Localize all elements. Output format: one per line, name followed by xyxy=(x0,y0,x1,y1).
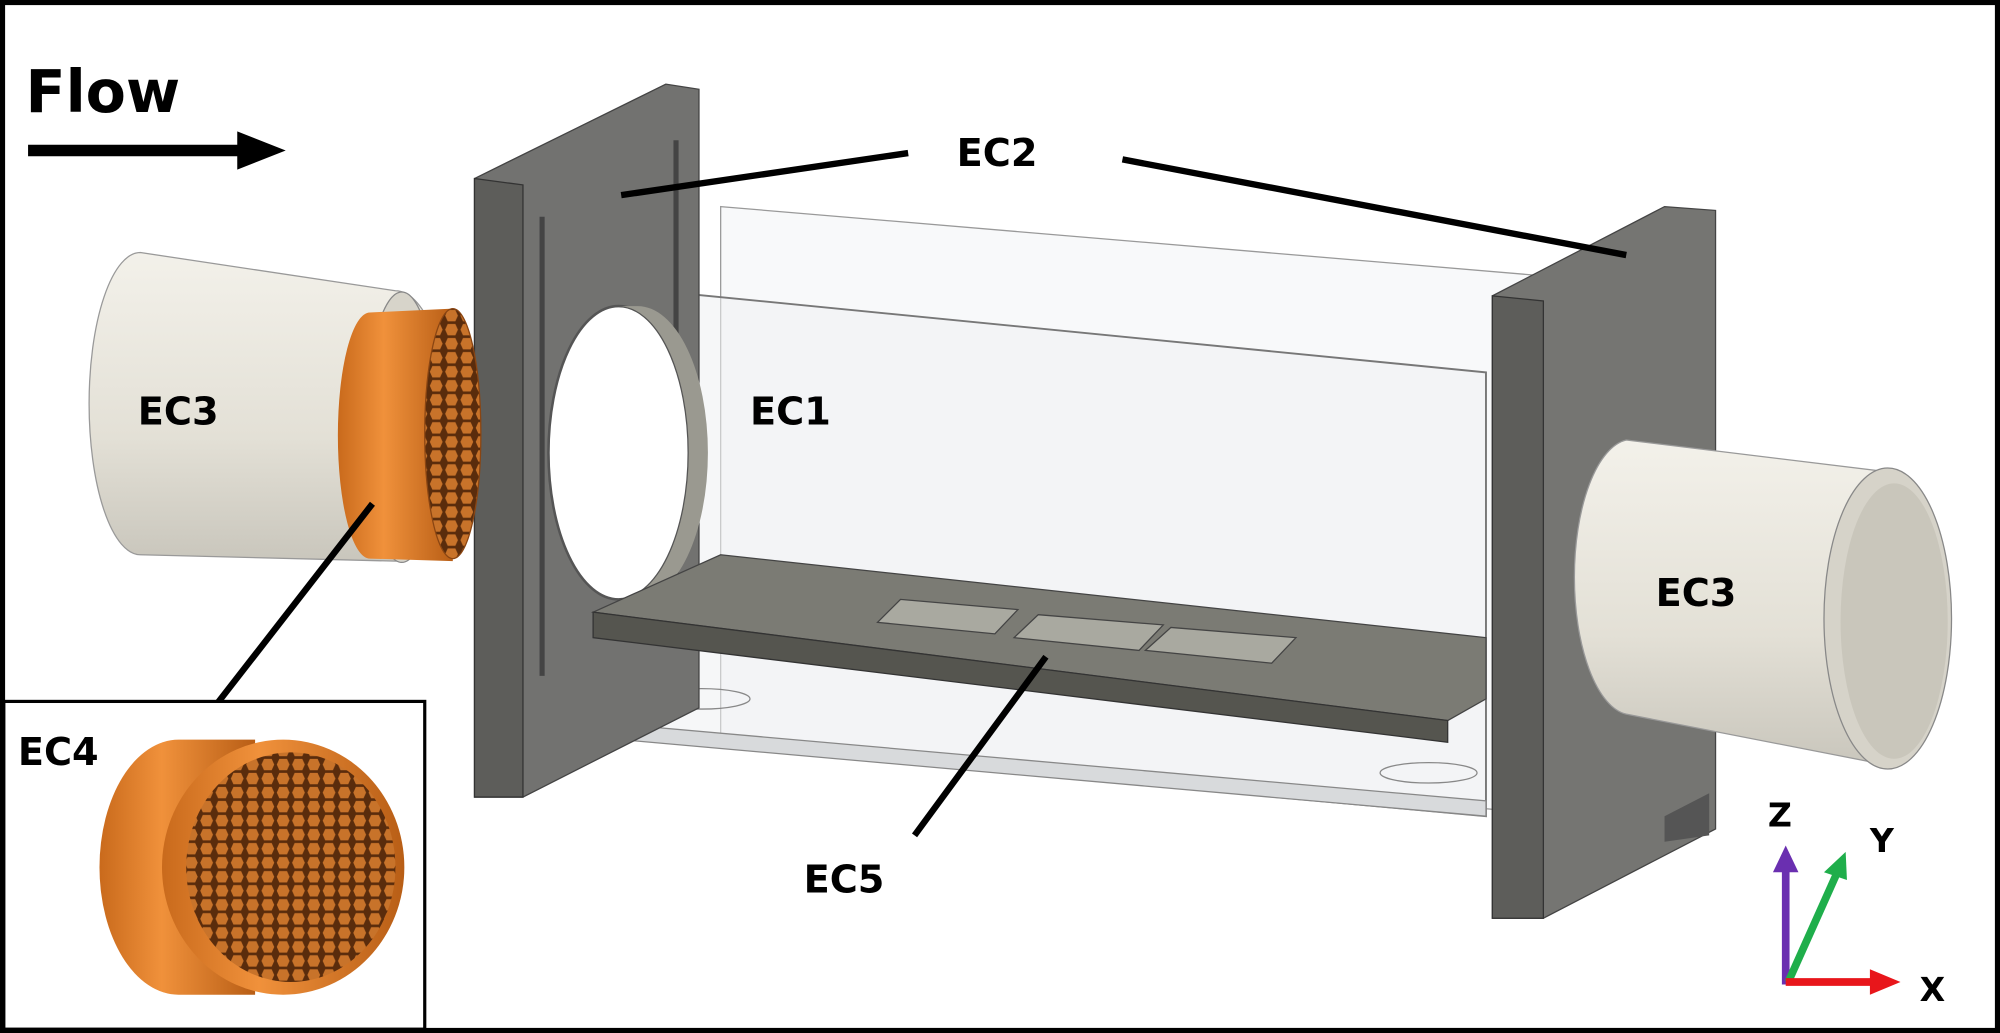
ec3-right-tube xyxy=(1573,439,1953,770)
label-ec2: EC2 xyxy=(957,131,1038,176)
flow-arrow-icon xyxy=(28,131,286,170)
ec2-leader-left xyxy=(620,149,909,199)
ec2-left-plate xyxy=(473,83,708,798)
x-axis-label: X xyxy=(1920,970,1946,1009)
label-ec1: EC1 xyxy=(750,390,831,435)
label-ec4: EC4 xyxy=(18,730,99,775)
z-axis-label: Z xyxy=(1768,795,1792,834)
ec4-inset: EC4 xyxy=(2,699,427,1031)
ec5-leader xyxy=(911,654,1049,838)
y-axis-label: Y xyxy=(1869,821,1895,860)
label-ec5: EC5 xyxy=(804,858,885,903)
leader-lines xyxy=(214,149,1627,838)
ec4-honeycomb-installed xyxy=(337,307,482,562)
ec4-leader xyxy=(214,501,375,706)
label-ec3-right: EC3 xyxy=(1656,571,1737,616)
ec5-tray xyxy=(590,554,1487,743)
label-ec3-left: EC3 xyxy=(138,390,219,435)
flow-label: Flow xyxy=(26,58,181,126)
ec2-leader-right xyxy=(1121,156,1627,259)
axis-triad: Z Y X xyxy=(1768,795,1945,1009)
y-axis-arrow xyxy=(1784,872,1841,984)
